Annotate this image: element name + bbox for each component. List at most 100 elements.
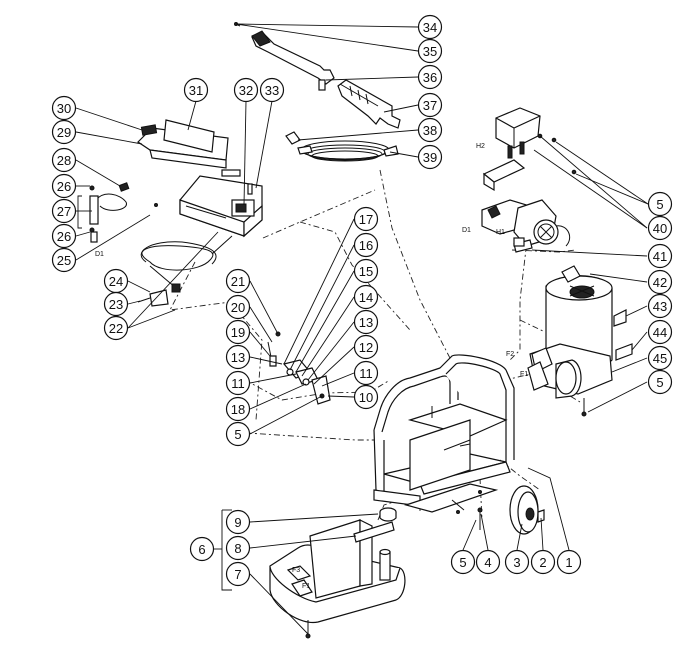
callout-c38: 38 xyxy=(417,117,443,143)
callout-circle xyxy=(647,293,673,319)
frame xyxy=(373,354,515,514)
callout-c14: 14 xyxy=(353,284,379,310)
callout-label: 34 xyxy=(423,20,437,35)
callout-c5d: 5 xyxy=(450,549,476,575)
callout-c15: 15 xyxy=(353,258,379,284)
callout-c5b: 5 xyxy=(647,191,673,217)
callout-circle xyxy=(647,319,673,345)
callout-circle xyxy=(225,421,251,447)
callout-circle xyxy=(353,284,379,310)
callout-label: 18 xyxy=(231,402,245,417)
tag-f3: F3 xyxy=(292,567,300,574)
wheel-assembly xyxy=(477,485,545,535)
callout-label: 24 xyxy=(109,274,123,289)
callout-c42: 42 xyxy=(647,269,673,295)
tag-d1-top: D1 xyxy=(462,227,471,234)
callout-c30: 30 xyxy=(51,95,77,121)
callout-label: 30 xyxy=(57,101,71,116)
callout-c2: 2 xyxy=(530,549,556,575)
callout-c18: 18 xyxy=(225,396,251,422)
callout-label: 37 xyxy=(423,98,437,113)
callout-label: 11 xyxy=(231,376,245,391)
letter-tags: H2 H1 D1 D1 F2 F1 F3 F1 xyxy=(95,143,528,590)
callout-label: 11 xyxy=(359,366,373,381)
callout-circle xyxy=(417,14,443,40)
callout-label: 5 xyxy=(234,427,241,442)
callout-circle xyxy=(417,117,443,143)
callout-label: 29 xyxy=(57,125,71,140)
callout-circle xyxy=(353,206,379,232)
callout-label: 12 xyxy=(359,340,373,355)
callout-c9: 9 xyxy=(225,509,251,535)
tag-f1-bottom: F1 xyxy=(302,583,310,590)
high-pressure-hose xyxy=(285,131,399,162)
callout-circle xyxy=(103,291,129,317)
water-tank xyxy=(269,507,406,639)
callout-circle xyxy=(51,119,77,145)
callout-circle xyxy=(417,64,443,90)
callout-c45: 45 xyxy=(647,345,673,371)
callout-label: 21 xyxy=(231,274,245,289)
callout-circle xyxy=(353,232,379,258)
callout-c26b: 26 xyxy=(51,223,77,249)
callout-c23: 23 xyxy=(103,291,129,317)
callout-label: 3 xyxy=(513,555,520,570)
callout-label: 5 xyxy=(459,555,466,570)
callout-circle xyxy=(647,345,673,371)
callout-c35: 35 xyxy=(417,38,443,64)
callout-circle xyxy=(225,396,251,422)
callout-label: 19 xyxy=(231,325,245,340)
burner-tank xyxy=(527,265,633,417)
callout-c26a: 26 xyxy=(51,173,77,199)
callout-label: 2 xyxy=(539,555,546,570)
callout-c31: 31 xyxy=(183,77,209,103)
callout-circle xyxy=(51,247,77,273)
callout-circle xyxy=(225,561,251,587)
callout-label: 33 xyxy=(265,83,279,98)
callout-c6: 6 xyxy=(189,536,215,562)
callout-c7: 7 xyxy=(225,561,251,587)
callout-c36: 36 xyxy=(417,64,443,90)
callout-c13a: 13 xyxy=(225,344,251,370)
callout-label: 13 xyxy=(231,350,245,365)
callout-circle xyxy=(51,173,77,199)
callout-circle xyxy=(51,223,77,249)
callout-circle xyxy=(556,549,582,575)
callout-circle xyxy=(647,215,673,241)
callout-circle xyxy=(259,77,285,103)
callout-c3: 3 xyxy=(504,549,530,575)
callout-circle xyxy=(51,147,77,173)
callout-c24: 24 xyxy=(103,268,129,294)
callout-c19: 19 xyxy=(225,319,251,345)
spray-wand-assembly xyxy=(234,22,335,91)
callout-circle xyxy=(183,77,209,103)
callout-c16: 16 xyxy=(353,232,379,258)
callout-c29: 29 xyxy=(51,119,77,145)
unloader-manifold xyxy=(267,331,331,405)
callout-label: 14 xyxy=(359,290,373,305)
callout-label: 40 xyxy=(653,221,667,236)
callout-label: 13 xyxy=(359,315,373,330)
callout-label: 42 xyxy=(653,275,667,290)
callout-c17: 17 xyxy=(353,206,379,232)
callout-circle xyxy=(51,95,77,121)
callout-circle xyxy=(417,38,443,64)
callout-c8: 8 xyxy=(225,535,251,561)
callout-label: 23 xyxy=(109,297,123,312)
callout-label: 8 xyxy=(234,541,241,556)
callout-label: 25 xyxy=(57,253,71,268)
power-cord xyxy=(140,235,233,293)
callout-label: 28 xyxy=(57,153,71,168)
control-panel xyxy=(137,119,263,238)
callout-label: 45 xyxy=(653,351,667,366)
screw xyxy=(154,203,158,207)
callout-c11a: 11 xyxy=(225,370,251,396)
spray-gun xyxy=(337,79,401,129)
callout-circle xyxy=(504,549,530,575)
callout-c5a: 5 xyxy=(225,421,251,447)
callout-c12: 12 xyxy=(353,334,379,360)
callout-label: 31 xyxy=(189,83,203,98)
tag-h1: H1 xyxy=(496,229,505,236)
callout-label: 39 xyxy=(423,150,437,165)
